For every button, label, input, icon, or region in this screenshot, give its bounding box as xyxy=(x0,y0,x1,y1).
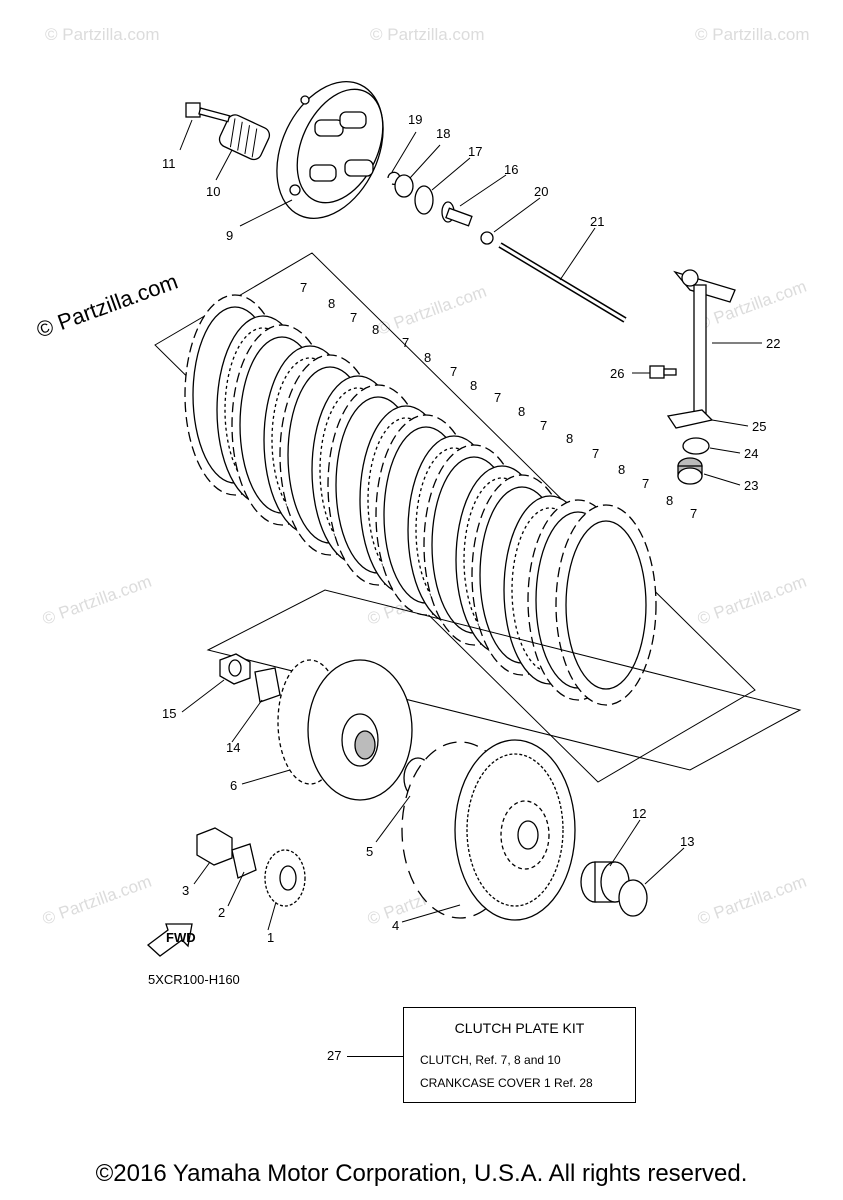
bolt-small xyxy=(649,365,677,379)
callout-1: 1 xyxy=(267,930,274,945)
callout-7: 7 xyxy=(494,390,501,405)
kit-title: CLUTCH PLATE KIT xyxy=(454,1020,585,1036)
clutch-housing xyxy=(401,739,576,921)
watermark-text: © Partzilla.com xyxy=(40,572,154,629)
callout-10: 10 xyxy=(206,184,220,199)
watermark-text: © Partzilla.com xyxy=(695,872,809,929)
callout-16: 16 xyxy=(504,162,518,177)
plain-washer xyxy=(618,879,648,917)
callout-2: 2 xyxy=(218,905,225,920)
callout-13: 13 xyxy=(680,834,694,849)
watermark-text: © Partzilla.com xyxy=(695,572,809,629)
callout-22: 22 xyxy=(766,336,780,351)
callout-7: 7 xyxy=(300,280,307,295)
callout-8: 8 xyxy=(666,493,673,508)
callout-26: 26 xyxy=(610,366,624,381)
fwd-arrow-icon: FWD xyxy=(146,923,196,957)
oil-seal xyxy=(682,437,710,455)
callout-11: 11 xyxy=(162,156,176,171)
callout-3: 3 xyxy=(182,883,189,898)
push-lever-shaft xyxy=(673,269,736,416)
lever-plate xyxy=(666,409,714,429)
callout-5: 5 xyxy=(366,844,373,859)
watermark-text: © Partzilla.com xyxy=(695,25,810,44)
callout-12: 12 xyxy=(632,806,646,821)
collar xyxy=(580,861,630,903)
kit-line-1: CLUTCH, Ref. 7, 8 and 10 xyxy=(420,1053,561,1067)
callout-18: 18 xyxy=(436,126,450,141)
washer xyxy=(394,174,414,198)
lower-frame xyxy=(206,589,802,771)
callout-20: 20 xyxy=(534,184,548,199)
callout-14: 14 xyxy=(226,740,240,755)
callout-15: 15 xyxy=(162,706,176,721)
push-rod-1 xyxy=(441,201,473,227)
callout-8: 8 xyxy=(424,350,431,365)
lock-washer-small xyxy=(231,843,257,879)
watermark-text: © Partzilla.com xyxy=(45,25,160,44)
watermark-text: © Partzilla.com xyxy=(40,872,154,929)
callout-8: 8 xyxy=(372,322,379,337)
primary-drive-gear xyxy=(264,849,306,907)
callout-6: 6 xyxy=(230,778,237,793)
callout-7: 7 xyxy=(402,335,409,350)
callout-8: 8 xyxy=(470,378,477,393)
lock-washer xyxy=(254,667,281,703)
callout-8: 8 xyxy=(566,431,573,446)
clutch-plate-stack xyxy=(184,294,657,706)
callouts: 1 2 3 4 5 6 14 15 12 13 11 10 9 19 18 17… xyxy=(162,112,780,945)
nut-large xyxy=(219,653,251,685)
leader-lines xyxy=(179,119,762,931)
clutch-plate-kit-box: CLUTCH PLATE KIT CLUTCH, Ref. 7, 8 and 1… xyxy=(403,1007,636,1103)
pressure-plate xyxy=(276,81,384,219)
kit-line-2: CRANKCASE COVER 1 Ref. 28 xyxy=(420,1076,593,1090)
watermark-text: © Partzilla.com xyxy=(370,25,485,44)
callout-7: 7 xyxy=(592,446,599,461)
drawing-code: 5XCR100-H160 xyxy=(148,972,240,987)
callout-7: 7 xyxy=(690,506,697,521)
copyright-notice: ©2016 Yamaha Motor Corporation, U.S.A. A… xyxy=(95,1160,748,1187)
nut-small xyxy=(196,827,233,866)
fwd-label: FWD xyxy=(166,930,196,945)
callout-4: 4 xyxy=(392,918,399,933)
callout-21: 21 xyxy=(590,214,604,229)
callout-25: 25 xyxy=(752,419,766,434)
callout-27: 27 xyxy=(327,1048,342,1063)
callout-17: 17 xyxy=(468,144,482,159)
callout-23: 23 xyxy=(744,478,758,493)
callout-8: 8 xyxy=(328,296,335,311)
callout-19: 19 xyxy=(408,112,422,127)
kit-leader-line xyxy=(347,1056,403,1057)
bearing xyxy=(677,457,703,485)
push-rod-2 xyxy=(498,242,627,323)
watermark-text: © Partzilla.com xyxy=(375,282,489,339)
needle-bearing xyxy=(414,185,434,215)
callout-8: 8 xyxy=(618,462,625,477)
clutch-spring xyxy=(218,114,271,161)
callout-7: 7 xyxy=(642,476,649,491)
callout-7: 7 xyxy=(350,310,357,325)
callout-8: 8 xyxy=(518,404,525,419)
callout-7: 7 xyxy=(540,418,547,433)
plate-stack-frame xyxy=(154,252,756,783)
callout-24: 24 xyxy=(744,446,758,461)
callout-9: 9 xyxy=(226,228,233,243)
primary-driven-gear xyxy=(277,659,413,801)
callout-7: 7 xyxy=(450,364,457,379)
watermark-main: © Partzilla.com xyxy=(33,269,181,343)
bolt xyxy=(185,102,231,123)
steel-ball xyxy=(480,231,494,245)
